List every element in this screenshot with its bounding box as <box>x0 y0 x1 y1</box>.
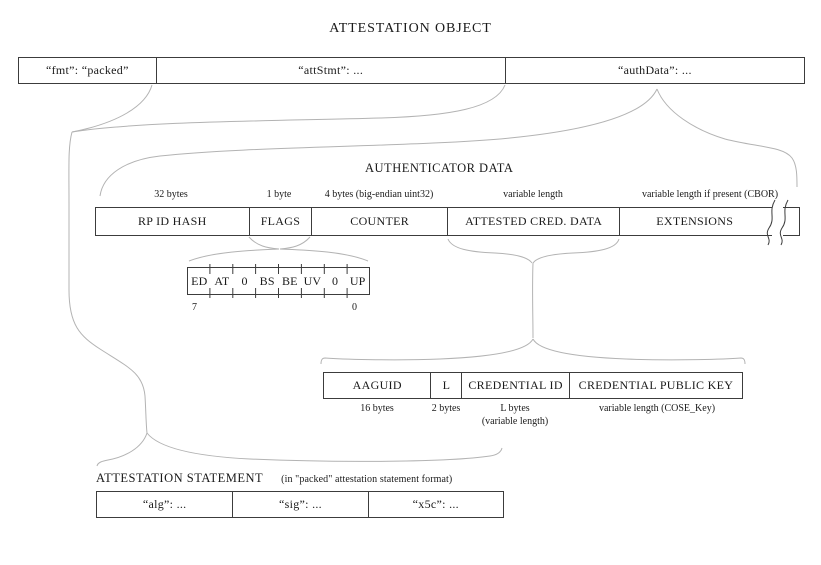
size-label-2-bytes: 2 bytes <box>431 403 461 414</box>
flag-bit-bs: BS <box>259 273 275 288</box>
attestation-statement-row: “alg”: ... “sig”: ... “x5c”: ... <box>96 491 504 518</box>
size-label-1-byte: 1 byte <box>266 189 292 200</box>
connector-attcred-brace-left <box>447 238 533 264</box>
size-label-l-bytes: L bytes (variable length) <box>481 403 549 427</box>
connector-attcred-fan-right <box>532 338 746 365</box>
attobj-cell-fmt: “fmt”: “packed” <box>45 63 129 77</box>
size-label-4-bytes-uint32: 4 bytes (big-endian uint32) <box>324 189 434 200</box>
attstmt-cell-alg: “alg”: ... <box>142 497 187 511</box>
flags-bitfield: ED AT 0 BS BE UV 0 UP <box>187 267 370 295</box>
attestation-object-row: “fmt”: “packed” “attStmt”: ... “authData… <box>18 57 805 84</box>
authdata-cell-flags: FLAGS <box>248 208 312 235</box>
flag-bit-up: UP <box>349 273 366 288</box>
connector-authdata-right-arm <box>656 88 798 188</box>
connector-attstmt-right <box>71 84 506 133</box>
flag-bit-uv: UV <box>303 273 322 288</box>
attestation-statement-subheading: (in "packed" attestation statement forma… <box>281 474 453 485</box>
attstmt-cell-sig: “sig”: ... <box>232 492 367 517</box>
attestation-statement-heading: ATTESTATION STATEMENT <box>96 471 264 485</box>
attestation-statement-heading-row: ATTESTATION STATEMENT (in "packed" attest… <box>96 471 452 486</box>
flag-bit-ed: ED <box>191 273 208 288</box>
connector-attstmt-left <box>71 84 153 133</box>
cell-credential-id: CREDENTIAL ID <box>461 373 568 398</box>
size-label-32-bytes: 32 bytes <box>154 189 188 200</box>
size-label-16-bytes: 16 bytes <box>360 403 394 414</box>
flag-bit-at: AT <box>214 273 230 288</box>
connector-attcred-brace-right <box>532 238 620 264</box>
connector-attstmt-fan-left <box>96 432 148 467</box>
attobj-cell-attstmt: “attStmt”: ... <box>155 58 505 83</box>
authenticator-data-row: RP ID HASH FLAGS COUNTER ATTESTED CRED. … <box>95 207 800 236</box>
cell-credential-public-key: CREDENTIAL PUBLIC KEY <box>568 373 742 398</box>
attested-cred-data-row: AAGUID L CREDENTIAL ID CREDENTIAL PUBLIC… <box>323 372 743 399</box>
attobj-cell-authdata: “authData”: ... <box>504 58 804 83</box>
flag-bit-zero-5: 0 <box>241 273 248 288</box>
size-label-cose-key: variable length (COSE_Key) <box>598 403 716 414</box>
connector-attcred-fan-left <box>320 338 534 365</box>
authdata-cell-rp-id-hash: RP ID HASH <box>137 214 207 228</box>
flags-msb-label: 7 <box>192 302 197 313</box>
authenticator-data-heading: AUTHENTICATOR DATA <box>365 161 514 175</box>
connector-attstmt-stem <box>68 131 148 434</box>
flag-bit-zero-1: 0 <box>331 273 339 288</box>
cell-l: L <box>430 373 461 398</box>
authdata-cell-counter: COUNTER <box>311 208 447 235</box>
size-label-variable-length-cbor: variable length if present (CBOR) <box>641 189 779 200</box>
connector-flags-left <box>188 236 280 262</box>
authdata-cell-attested-cred-data: ATTESTED CRED. DATA <box>446 208 619 235</box>
authdata-cell-extensions: EXTENSIONS <box>619 208 799 235</box>
page-title: ATTESTATION OBJECT <box>329 21 492 36</box>
connector-flags-right <box>279 236 369 262</box>
connector-attstmt-fan-right <box>146 432 503 462</box>
flag-bit-be: BE <box>281 273 298 288</box>
cell-aaguid: AAGUID <box>352 378 402 392</box>
connector-authdata-left-arm <box>99 88 658 197</box>
size-label-variable-length: variable length <box>503 189 563 200</box>
attstmt-cell-x5c: “x5c”: ... <box>367 492 503 517</box>
flags-lsb-label: 0 <box>352 302 357 313</box>
